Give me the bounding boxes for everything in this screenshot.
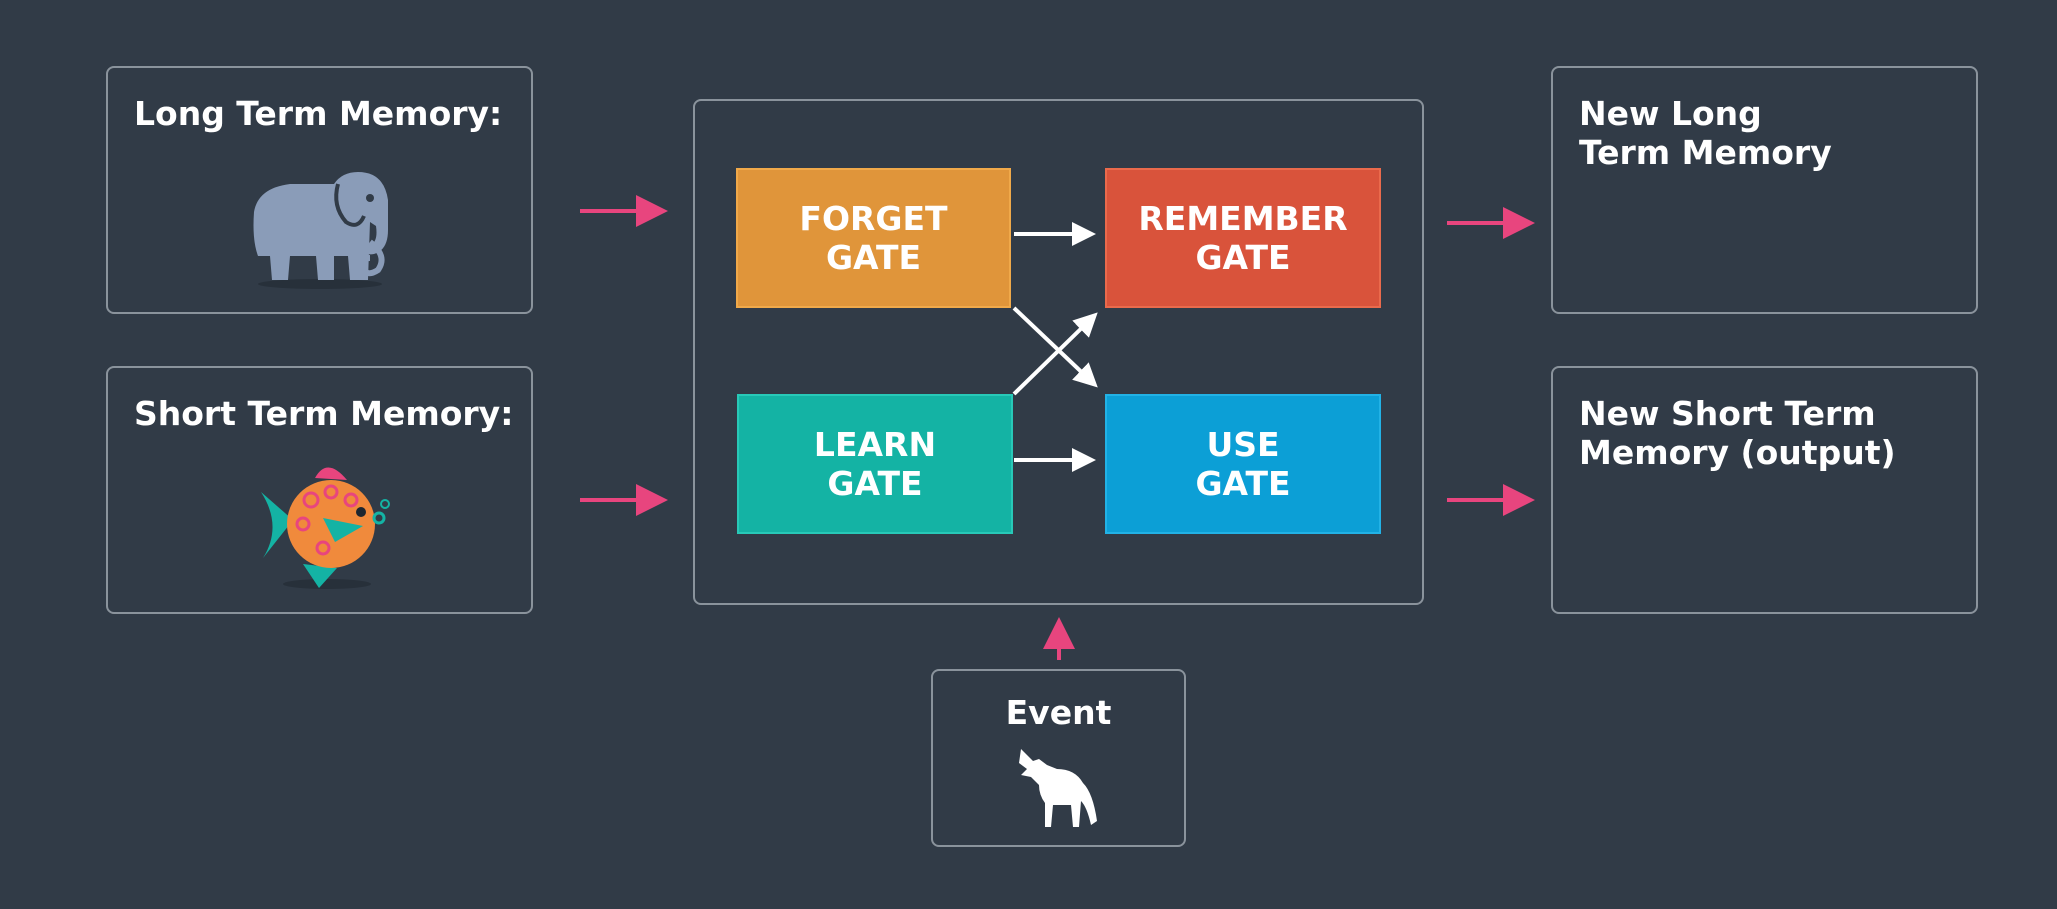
elephant-icon bbox=[253, 172, 388, 289]
event-label: Event bbox=[1005, 693, 1112, 732]
forget-gate-label: FORGET GATE bbox=[799, 199, 948, 277]
short-term-memory-label: Short Term Memory: bbox=[134, 394, 514, 433]
wolf-icon bbox=[1019, 749, 1097, 827]
forget-gate: FORGET GATE bbox=[736, 168, 1011, 308]
learn-gate: LEARN GATE bbox=[737, 394, 1013, 534]
new-short-term-memory-box: New Short Term Memory (output) bbox=[1551, 366, 1978, 614]
learn-gate-label: LEARN GATE bbox=[813, 425, 937, 503]
use-gate-label: USE GATE bbox=[1195, 425, 1291, 503]
long-term-memory-box: Long Term Memory: bbox=[106, 66, 533, 314]
arrow-learn-to-remember bbox=[1012, 312, 1098, 396]
long-term-memory-label: Long Term Memory: bbox=[134, 94, 503, 133]
use-gate: USE GATE bbox=[1105, 394, 1381, 534]
new-long-term-memory-label: New Long Term Memory bbox=[1579, 94, 1832, 172]
remember-gate-label: REMEMBER GATE bbox=[1138, 199, 1348, 277]
lstm-cell-box bbox=[693, 99, 1424, 605]
new-short-term-memory-label: New Short Term Memory (output) bbox=[1579, 394, 1896, 472]
event-box: Event bbox=[931, 669, 1186, 847]
fish-icon bbox=[261, 467, 390, 589]
short-term-memory-box: Short Term Memory: bbox=[106, 366, 533, 614]
remember-gate: REMEMBER GATE bbox=[1105, 168, 1381, 308]
new-long-term-memory-box: New Long Term Memory bbox=[1551, 66, 1978, 314]
arrow-forget-to-use bbox=[1012, 306, 1098, 388]
